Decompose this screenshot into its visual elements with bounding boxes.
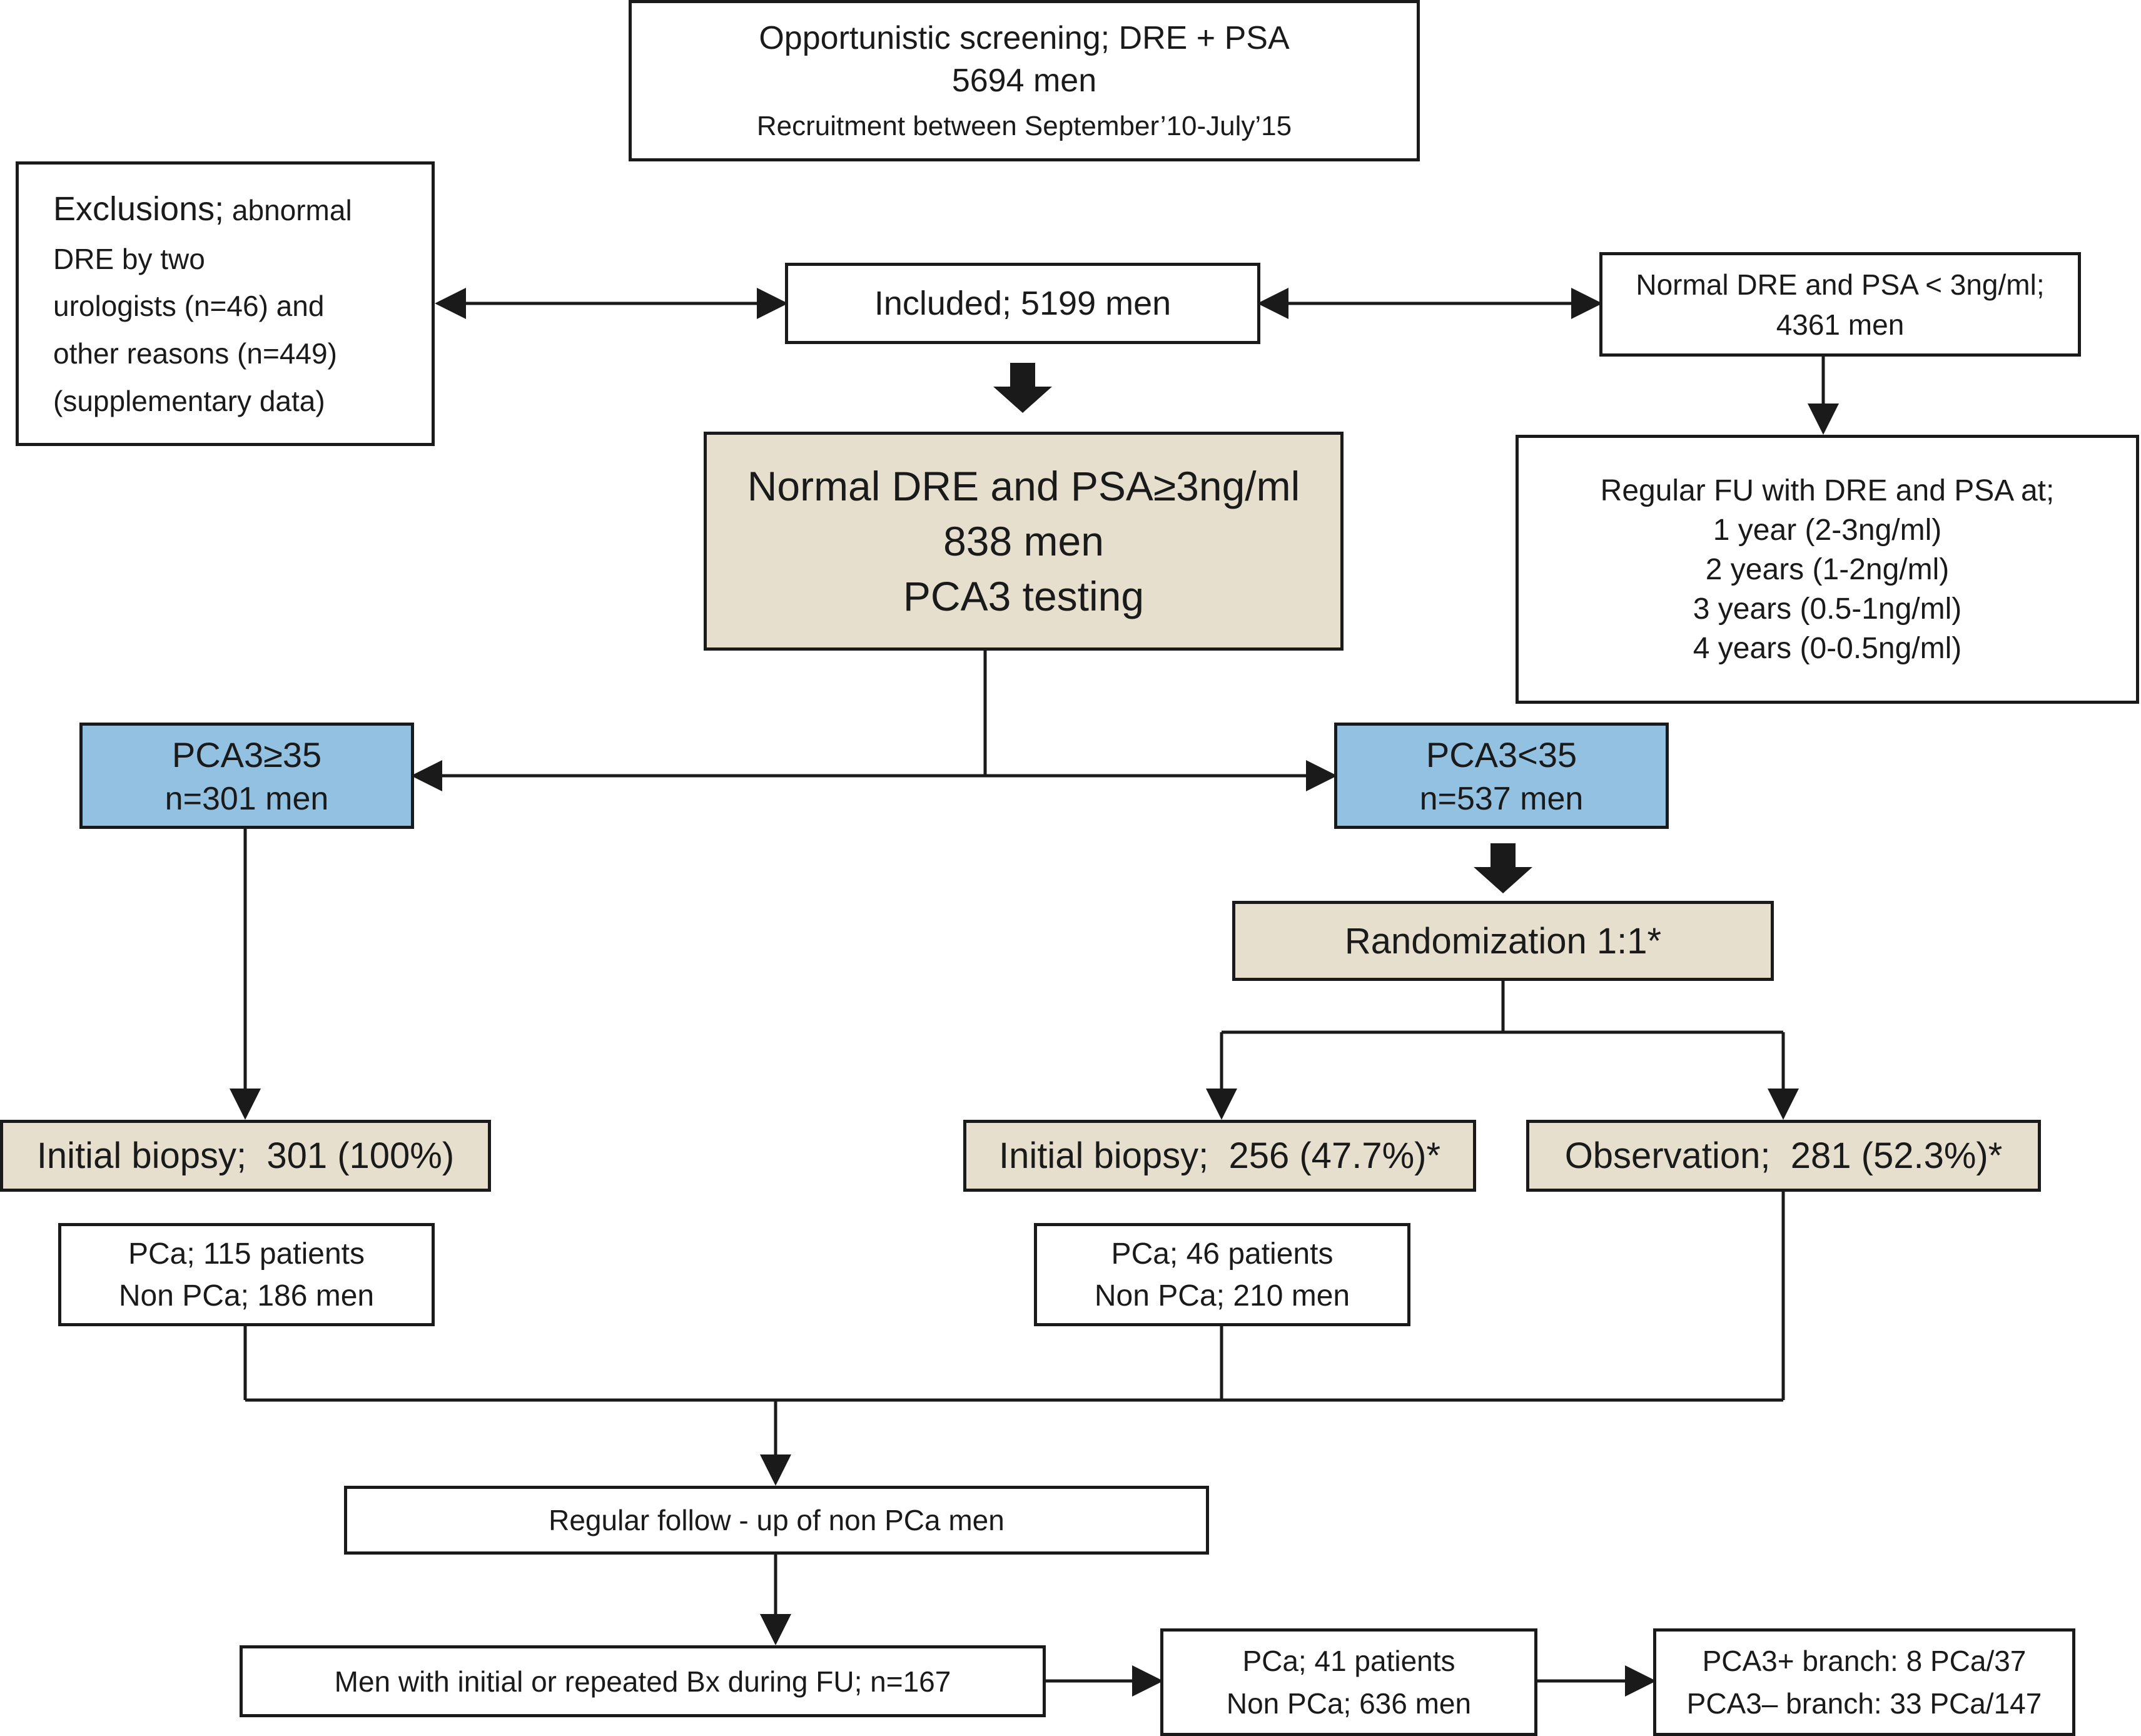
normal-high-box: Normal DRE and PSA≥3ng/ml 838 men PCA3 t… — [704, 432, 1344, 651]
block-arrow-included-normal-high — [993, 363, 1052, 413]
included-text: Included; 5199 men — [874, 285, 1172, 322]
randomization-text: Randomization 1:1* — [1344, 920, 1662, 962]
exclusions-line-5: (supplementary data) — [53, 385, 325, 418]
biopsy-high-text: Initial biopsy; 301 (100%) — [36, 1135, 455, 1176]
branches-box: PCA3+ branch: 8 PCa/37 PCA3– branch: 33 … — [1653, 1628, 2075, 1736]
result-high-pca: PCa; 115 patients — [128, 1237, 365, 1271]
normal-low-count: 4361 men — [1776, 308, 1905, 341]
followup-text: Regular follow - up of non PCa men — [549, 1504, 1005, 1536]
pca3-low-label: PCA3<35 — [1425, 734, 1577, 774]
regular-fu-year-3: 3 years (0.5-1ng/ml) — [1693, 592, 1962, 626]
regular-fu-title: Regular FU with DRE and PSA at; — [1600, 474, 2055, 507]
pca3-high-label: PCA3≥35 — [171, 734, 322, 774]
result-low-non-pca: Non PCa; 210 men — [1094, 1279, 1350, 1312]
screening-box: Opportunistic screening; DRE + PSA 5694 … — [629, 0, 1420, 161]
normal-high-criteria: Normal DRE and PSA≥3ng/ml — [747, 463, 1300, 509]
branch-positive: PCA3+ branch: 8 PCa/37 — [1702, 1645, 2027, 1677]
repeat-bx-box: Men with initial or repeated Bx during F… — [240, 1645, 1046, 1717]
regular-fu-box: Regular FU with DRE and PSA at; 1 year (… — [1516, 435, 2139, 704]
biopsy-low-box: Initial biopsy; 256 (47.7%)* — [963, 1120, 1476, 1192]
exclusions-line-2: DRE by two — [53, 242, 205, 275]
exclusions-lead: Exclusions; — [53, 190, 225, 228]
observation-box: Observation; 281 (52.3%)* — [1526, 1120, 2041, 1192]
regular-fu-year-2: 2 years (1-2ng/ml) — [1705, 552, 1950, 586]
randomization-box: Randomization 1:1* — [1232, 901, 1774, 981]
screening-count: 5694 men — [951, 63, 1097, 99]
exclusions-line-4: other reasons (n=449) — [53, 337, 337, 370]
normal-high-testing: PCA3 testing — [903, 573, 1145, 619]
regular-fu-year-4: 4 years (0-0.5ng/ml) — [1693, 631, 1962, 665]
screening-recruitment: Recruitment between September’10-July’15 — [756, 111, 1292, 141]
fu-result-non-pca: Non PCa; 636 men — [1226, 1687, 1472, 1720]
exclusions-line-3: urologists (n=46) and — [53, 290, 325, 323]
biopsy-high-box: Initial biopsy; 301 (100%) — [0, 1120, 491, 1192]
pca3-low-count: n=537 men — [1419, 780, 1584, 817]
result-high-box: PCa; 115 patients Non PCa; 186 men — [58, 1223, 435, 1326]
result-high-non-pca: Non PCa; 186 men — [118, 1279, 375, 1312]
fu-result-pca: PCa; 41 patients — [1242, 1645, 1455, 1677]
result-low-pca: PCa; 46 patients — [1111, 1237, 1334, 1271]
exclusions-line-1: Exclusions; abnormal — [53, 190, 352, 228]
result-low-box: PCa; 46 patients Non PCa; 210 men — [1034, 1223, 1410, 1326]
followup-box: Regular follow - up of non PCa men — [344, 1486, 1209, 1555]
pca3-low-box: PCA3<35 n=537 men — [1334, 723, 1669, 829]
screening-title: Opportunistic screening; DRE + PSA — [759, 20, 1290, 56]
regular-fu-year-1: 1 year (2-3ng/ml) — [1713, 513, 1942, 547]
observation-text: Observation; 281 (52.3%)* — [1564, 1135, 2003, 1176]
biopsy-low-text: Initial biopsy; 256 (47.7%)* — [998, 1135, 1441, 1176]
included-box: Included; 5199 men — [785, 263, 1260, 344]
block-arrow-pca3-low-randomization — [1474, 843, 1532, 893]
repeat-bx-text: Men with initial or repeated Bx during F… — [334, 1665, 951, 1698]
exclusions-box: Exclusions; abnormal DRE by two urologis… — [16, 161, 435, 446]
fu-result-box: PCa; 41 patients Non PCa; 636 men — [1160, 1628, 1537, 1736]
pca3-high-count: n=301 men — [164, 780, 329, 817]
pca3-high-box: PCA3≥35 n=301 men — [79, 723, 414, 829]
normal-low-criteria: Normal DRE and PSA < 3ng/ml; — [1636, 268, 2045, 301]
normal-low-box: Normal DRE and PSA < 3ng/ml; 4361 men — [1599, 252, 2081, 357]
normal-high-count: 838 men — [943, 518, 1104, 564]
exclusions-line-1-rest: abnormal — [224, 193, 352, 226]
branch-negative: PCA3– branch: 33 PCa/147 — [1686, 1687, 2042, 1720]
